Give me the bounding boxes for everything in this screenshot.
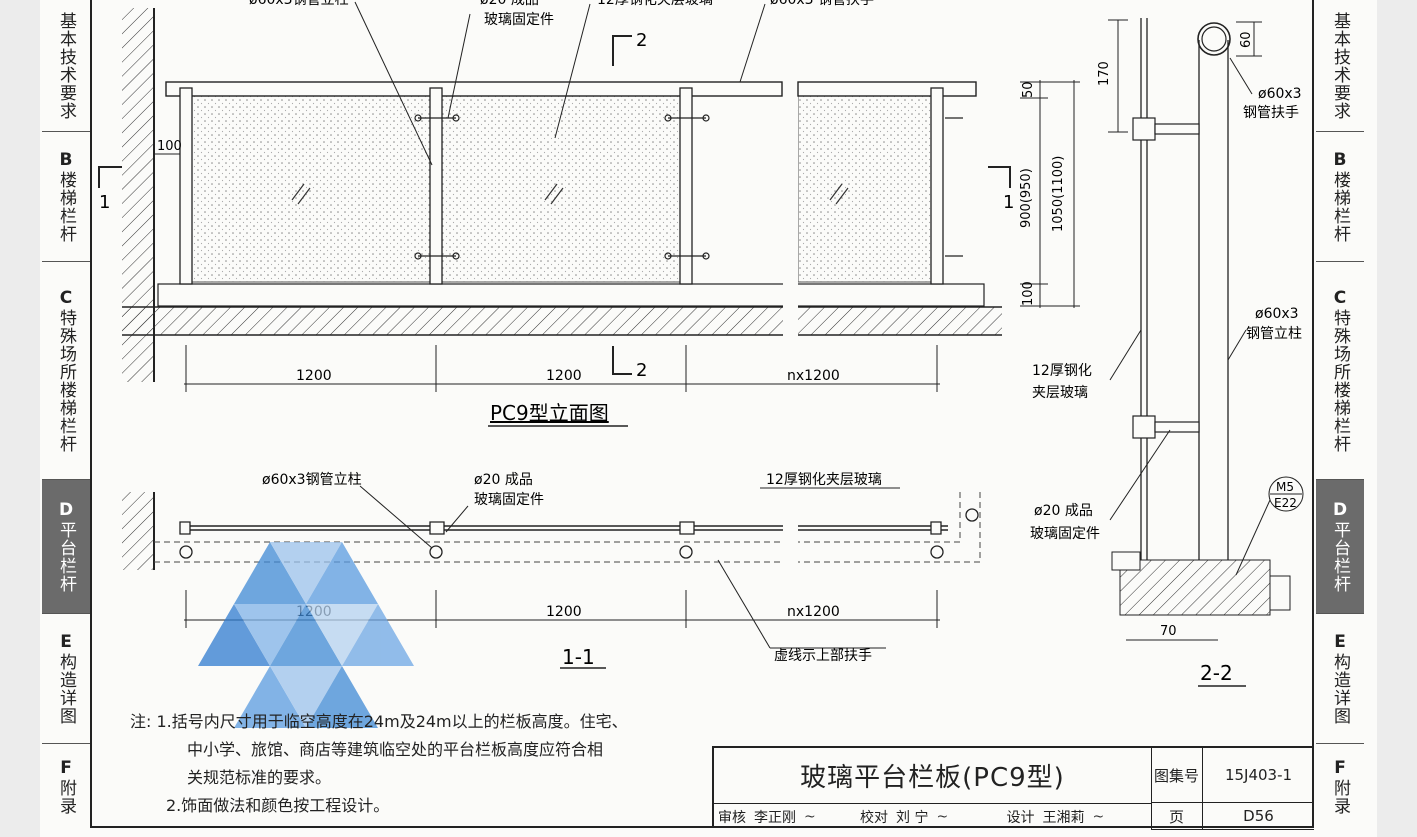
elevation-slab <box>122 307 1002 335</box>
plan-dim-1200-b: 1200 <box>546 604 582 620</box>
dim-50: 50 <box>1021 81 1036 98</box>
reviewer-signature: ~ <box>804 808 816 825</box>
plan-label-glass: 12厚钢化夹层玻璃 <box>766 471 882 488</box>
section-label-post: 钢管立柱 <box>1246 326 1302 342</box>
dim-900-950: 900(950) <box>1019 168 1034 228</box>
atlas-label: 图集号 <box>1151 748 1203 803</box>
side-tab-a[interactable]: 基本技术要求 <box>42 0 90 132</box>
section-title: 2-2 <box>1200 661 1233 685</box>
section-label-glass-a: 12厚钢化 <box>1032 363 1092 379</box>
drawing-frame <box>90 0 1314 828</box>
section-label-glass-b: 夹层玻璃 <box>1032 384 1088 401</box>
glass-panel <box>191 95 433 283</box>
section-mark-2-bottom: 2 <box>636 360 647 381</box>
section-mark-2-top: 2 <box>636 30 647 51</box>
section-label-handrail-size: ø60x3 <box>1258 86 1302 102</box>
section-label-handrail: 钢管扶手 <box>1243 105 1299 121</box>
section-dim-60: 60 <box>1239 31 1254 48</box>
note-line-1: 注: 1.括号内尺寸用于临空高度在24m及24m以上的栏板高度。住宅、 <box>130 712 628 731</box>
page-label: 页 <box>1151 803 1203 830</box>
side-tab-d-active[interactable]: D平台栏杆 <box>42 480 90 614</box>
dim-1050-1100: 1050(1100) <box>1051 156 1066 232</box>
post <box>930 87 944 285</box>
design-label: 设计 <box>1006 809 1035 826</box>
signature-row: 审核 李正刚 ~ 校对 刘 宁 ~ 设计 王湘莉 ~ <box>714 803 1152 830</box>
note-line-3: 关规范标准的要求。 <box>187 768 332 787</box>
right-side-tabs: 基本技术要求 B楼梯栏杆 C特殊场所楼梯栏杆 D平台栏杆 E构造详图 F附录 <box>1316 0 1364 828</box>
label-glass: 12厚钢化夹层玻璃 <box>597 0 713 8</box>
side-tab-d-right-active[interactable]: D平台栏杆 <box>1316 480 1364 614</box>
dim-100-bottom: 100 <box>1021 281 1036 306</box>
side-tab-b[interactable]: B楼梯栏杆 <box>42 132 90 262</box>
reviewer-name: 李正刚 <box>754 809 796 826</box>
label-handrail: ø60x3 钢管扶手 <box>770 0 874 8</box>
section-label-fixer-a: ø20 成品 <box>1034 503 1093 519</box>
handrail-section <box>1197 22 1231 56</box>
anchor-label-e22: E22 <box>1274 496 1297 510</box>
side-tab-c[interactable]: C特殊场所楼梯栏杆 <box>42 262 90 480</box>
checker-name: 刘 宁 <box>896 809 929 826</box>
plan-drawing: ø60x3钢管立柱 ø20 成品 玻璃固定件 12厚钢化夹层玻璃 虚线示上部扶手… <box>122 471 981 669</box>
watermark-logo <box>198 542 414 728</box>
left-side-tabs: 基本技术要求 B楼梯栏杆 C特殊场所楼梯栏杆 D平台栏杆 E构造详图 F附录 <box>42 0 90 828</box>
dim-100-left: 100 <box>157 139 182 154</box>
section-mark-1-right: 1 <box>1003 192 1014 213</box>
side-tab-e-right[interactable]: E构造详图 <box>1316 614 1364 744</box>
post <box>429 87 443 285</box>
check-label: 校对 <box>860 809 888 826</box>
post <box>679 87 693 285</box>
side-tab-f-right[interactable]: F附录 <box>1330 757 1350 815</box>
page-number: D56 <box>1203 803 1314 830</box>
plan-dim-nx1200: nx1200 <box>787 604 840 620</box>
label-fixer: 玻璃固定件 <box>484 11 554 28</box>
designer-signature: ~ <box>1092 808 1105 825</box>
section-dim-70: 70 <box>1160 624 1177 639</box>
elevation-drawing: ø60x3钢管立柱 ø20 成品 玻璃固定件 12厚钢化夹层玻璃 ø60x3 钢… <box>98 0 1080 427</box>
section-drawing: 170 60 70 ø60x3 钢管扶手 ø60x3 钢管立柱 12厚钢化 夹层… <box>1030 18 1304 687</box>
dim-nx1200: nx1200 <box>787 368 840 384</box>
note-line-2: 中小学、旅馆、商店等建筑临空处的平台栏板高度应符合相 <box>187 740 604 759</box>
note-line-4: 2.饰面做法和颜色按工程设计。 <box>166 796 390 815</box>
plan-label-fixer: 玻璃固定件 <box>474 491 544 508</box>
anchor-label-m5: M5 <box>1276 480 1294 494</box>
section-dim-170: 170 <box>1097 61 1112 86</box>
side-tab-f[interactable]: F附录 <box>56 757 76 815</box>
plan-label-post: ø60x3钢管立柱 <box>262 472 362 488</box>
dim-1200-a: 1200 <box>296 368 332 384</box>
glass-panel <box>797 95 939 283</box>
handrail <box>165 81 783 97</box>
elevation-title: PC9型立面图 <box>490 401 609 425</box>
plan-label-fixer-size: ø20 成品 <box>474 472 533 488</box>
dim-1200-b: 1200 <box>546 368 582 384</box>
side-tab-c-right[interactable]: C特殊场所楼梯栏杆 <box>1316 262 1364 480</box>
plan-title: 1-1 <box>562 645 595 669</box>
title-block: 玻璃平台栏板(PC9型) 图集号 15J403-1 审核 李正刚 ~ 校对 刘 … <box>712 746 1314 830</box>
post <box>179 87 193 285</box>
designer-name: 王湘莉 <box>1042 809 1085 826</box>
section-label-fixer-b: 玻璃固定件 <box>1030 525 1100 542</box>
side-tab-b-right[interactable]: B楼梯栏杆 <box>1316 132 1364 262</box>
label-fixer-size: ø20 成品 <box>480 0 539 8</box>
atlas-number: 15J403-1 <box>1203 748 1314 803</box>
notes: 注: 1.括号内尺寸用于临空高度在24m及24m以上的栏板高度。住宅、 中小学、… <box>130 708 628 820</box>
section-label-post-size: ø60x3 <box>1255 306 1299 322</box>
section-mark-1-left: 1 <box>99 192 110 213</box>
side-tab-e[interactable]: E构造详图 <box>42 614 90 744</box>
side-tab-a-right[interactable]: 基本技术要求 <box>1316 0 1364 132</box>
plan-dashed-note: 虚线示上部扶手 <box>774 648 872 664</box>
drawing-title: 玻璃平台栏板(PC9型) <box>714 748 1152 804</box>
label-post: ø60x3钢管立柱 <box>249 0 349 8</box>
review-label: 审核 <box>718 809 746 826</box>
checker-signature: ~ <box>936 808 949 825</box>
